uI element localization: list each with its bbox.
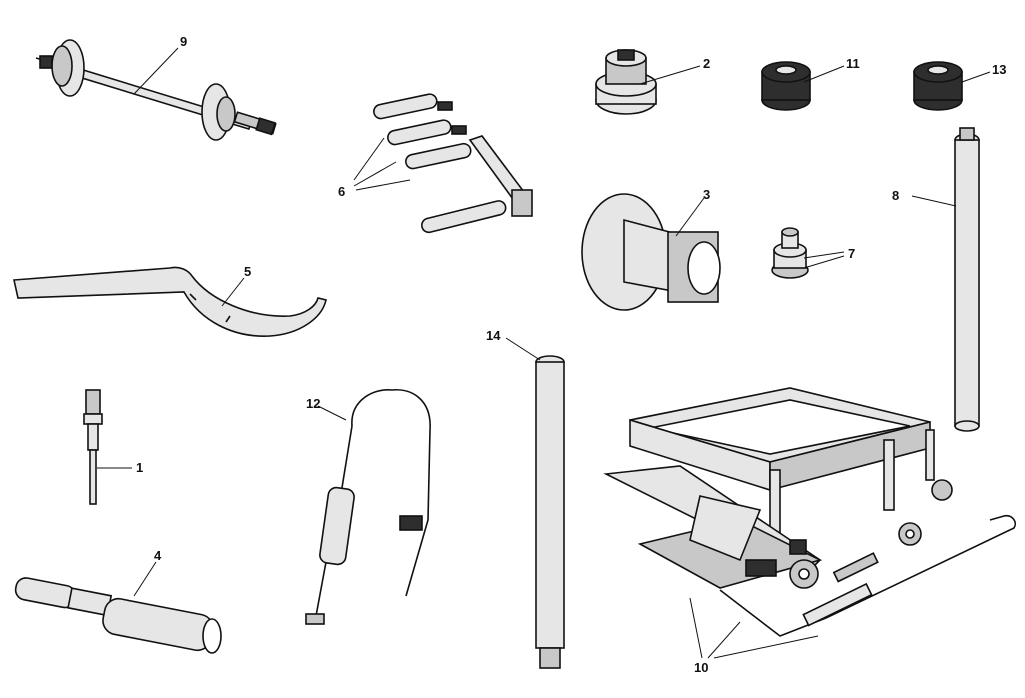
callout-11: 11 bbox=[846, 56, 860, 71]
callout-5: 5 bbox=[244, 264, 251, 279]
tool-9-bearing-press bbox=[35, 39, 277, 141]
tool-3-bushing bbox=[581, 193, 721, 311]
callout-8: 8 bbox=[892, 188, 899, 203]
callout-9: 9 bbox=[180, 34, 187, 49]
callout-2: 2 bbox=[703, 56, 710, 71]
tool-4-extractor bbox=[14, 577, 222, 654]
tool-2-socket bbox=[595, 49, 657, 115]
callout-labels: 1 2 3 4 5 6 7 8 9 10 11 12 13 14 bbox=[136, 34, 1006, 675]
tool-8-column bbox=[954, 127, 980, 432]
callout-7: 7 bbox=[848, 246, 855, 261]
tool-5-hook-spanner bbox=[13, 266, 327, 337]
tool-6-pins-set bbox=[373, 93, 533, 234]
callout-12: 12 bbox=[306, 396, 320, 411]
callout-13: 13 bbox=[992, 62, 1006, 77]
callout-4: 4 bbox=[154, 548, 162, 563]
callout-3: 3 bbox=[703, 187, 710, 202]
callout-1: 1 bbox=[136, 460, 143, 475]
tool-11-cap bbox=[761, 61, 811, 111]
callout-10: 10 bbox=[694, 660, 708, 675]
tool-12-vacuum-gauge bbox=[305, 389, 431, 625]
callout-14: 14 bbox=[486, 328, 501, 343]
tool-14-long-pin bbox=[535, 355, 565, 669]
tool-7-fitting bbox=[771, 227, 809, 279]
callout-6: 6 bbox=[338, 184, 345, 199]
leader-lines bbox=[97, 47, 991, 659]
tool-13-cap bbox=[913, 61, 963, 111]
tool-10-jack-stand bbox=[603, 387, 1017, 637]
tool-1-connector bbox=[83, 389, 103, 505]
